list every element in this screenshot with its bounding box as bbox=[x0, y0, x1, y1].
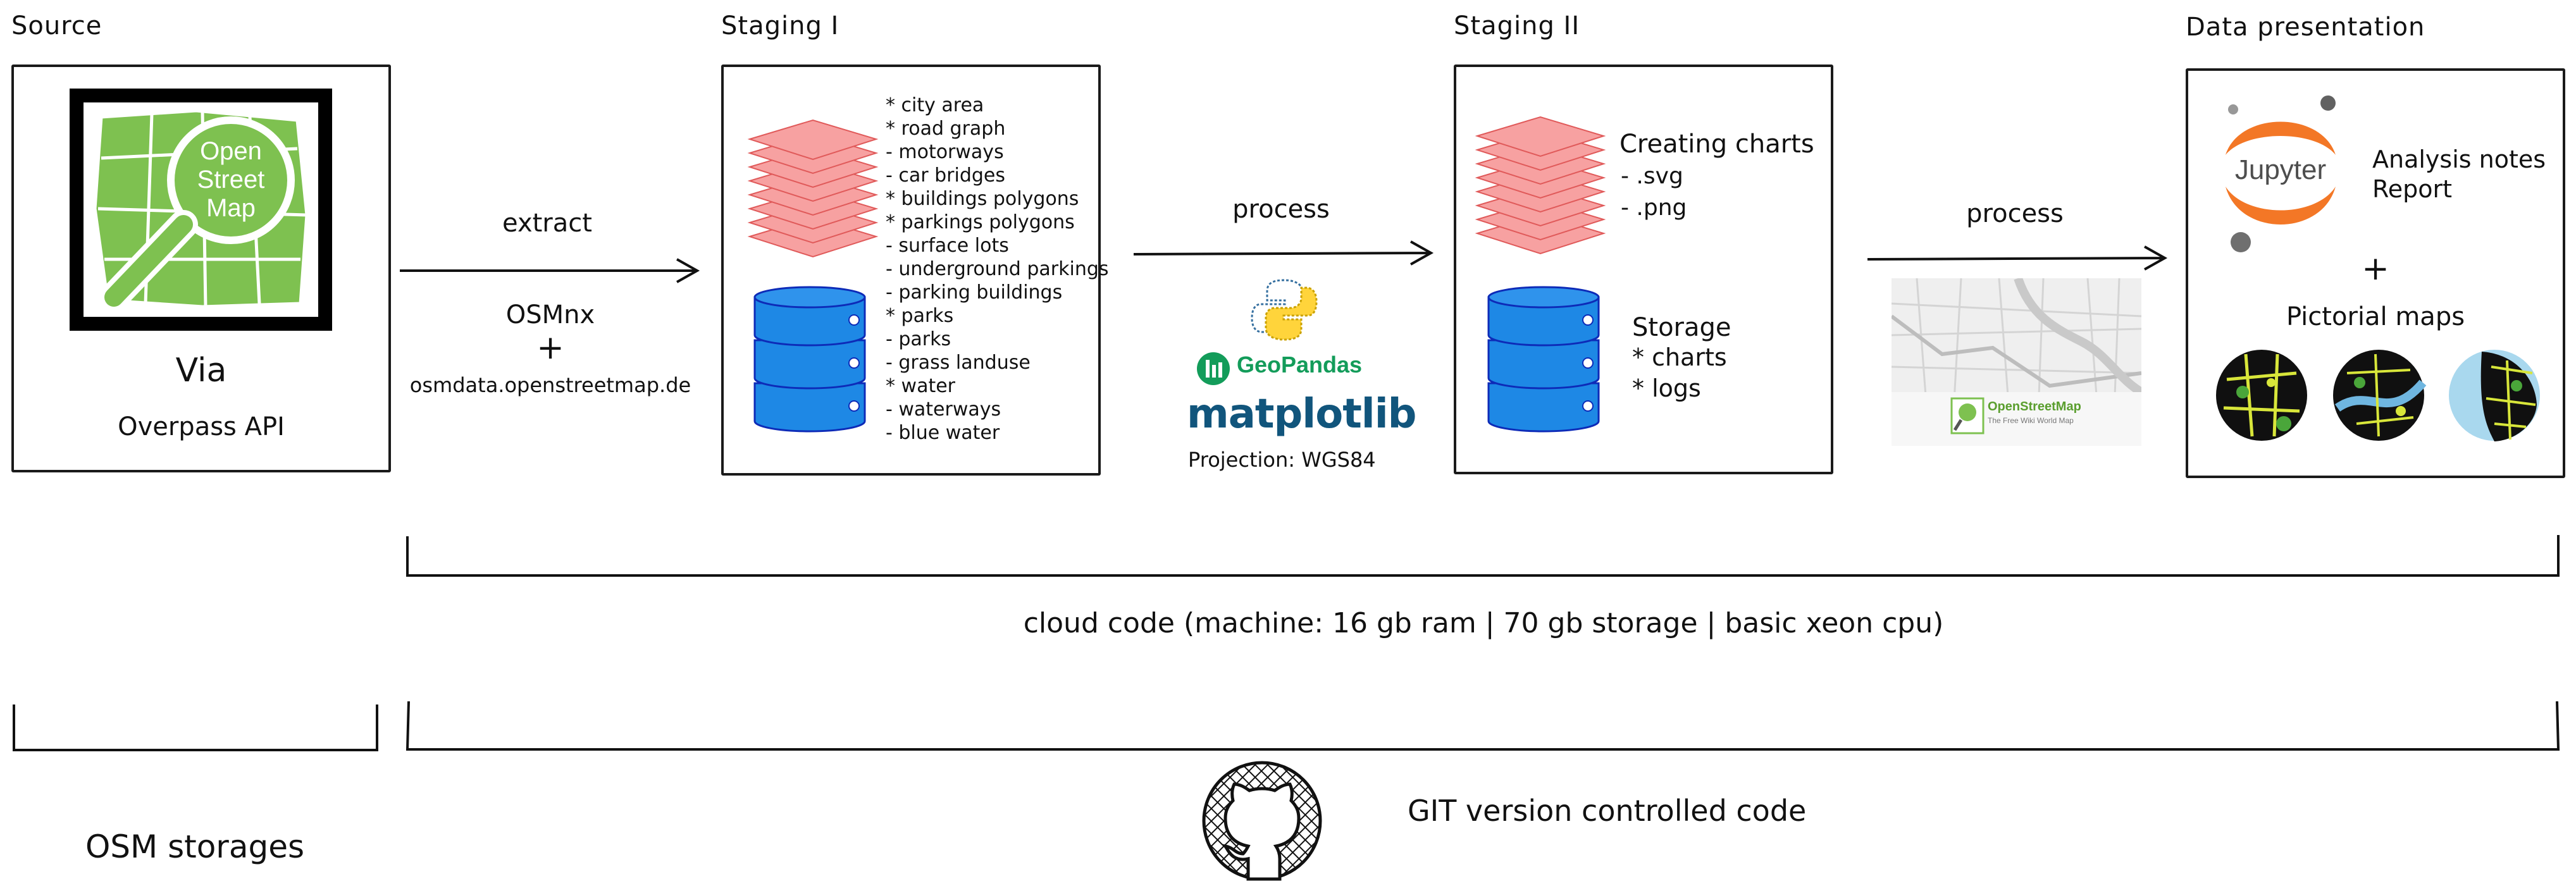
db-segment bbox=[753, 382, 866, 433]
staging1-item: - car bridges bbox=[886, 164, 1005, 187]
extract-arrow bbox=[400, 258, 700, 283]
layers-icon bbox=[747, 119, 879, 258]
source-box bbox=[11, 65, 391, 472]
notes-line: Analysis notes bbox=[2372, 145, 2546, 173]
db-top bbox=[753, 286, 866, 309]
presentation-title: Data presentation bbox=[2186, 13, 2425, 42]
osm-storages-label: OSM storages bbox=[85, 828, 305, 865]
db-segment bbox=[1487, 296, 1600, 347]
extract-label: extract bbox=[502, 209, 592, 238]
staging2-title: Staging II bbox=[1454, 11, 1580, 40]
staging1-item: - motorways bbox=[886, 141, 1004, 163]
extract-site: osmdata.openstreetmap.de bbox=[409, 373, 691, 397]
pictorial-map-2 bbox=[2333, 350, 2427, 441]
map-subcaption: The Free Wiki World Map bbox=[1988, 416, 2074, 425]
extract-tool: OSMnx bbox=[505, 300, 595, 329]
osm-logo-line-1: Open bbox=[200, 137, 262, 165]
staging1-item: - grass landuse bbox=[886, 352, 1031, 374]
db-indicator bbox=[1582, 314, 1594, 326]
staging1-item: - underground parkings bbox=[886, 258, 1109, 280]
presentation-plus: + bbox=[2362, 250, 2389, 288]
jupyter-label: Jupyter bbox=[2235, 154, 2326, 185]
db-indicator bbox=[848, 357, 860, 369]
staging1-item: * buildings polygons bbox=[886, 188, 1079, 210]
layers-icon bbox=[1475, 116, 1606, 255]
storage-title: Storage bbox=[1632, 313, 1731, 342]
osm-storages-bracket bbox=[13, 704, 378, 751]
staging1-item: * road graph bbox=[886, 118, 1006, 140]
git-label: GIT version controlled code bbox=[1408, 794, 1807, 828]
staging1-item: - parks bbox=[886, 328, 951, 350]
staging1-item: * parks bbox=[886, 305, 954, 327]
map-caption: OpenStreetMap bbox=[1988, 400, 2081, 414]
osm-map-icon: Open Street Map bbox=[84, 102, 318, 317]
layer-sheet bbox=[1475, 116, 1606, 157]
db-indicator bbox=[1582, 400, 1594, 412]
osm-logo-line-3: Map bbox=[206, 194, 256, 222]
osm-logo-line-2: Street bbox=[197, 166, 265, 194]
staging1-item: - surface lots bbox=[886, 235, 1009, 257]
process2-arrow bbox=[1867, 245, 2168, 271]
cloud-bracket bbox=[406, 535, 2560, 577]
python-icon bbox=[1251, 279, 1318, 341]
github-icon bbox=[1202, 761, 1322, 881]
source-api: Overpass API bbox=[118, 412, 285, 441]
presentation-box bbox=[2186, 68, 2565, 478]
db-segment bbox=[1487, 382, 1600, 433]
staging1-item: - parking buildings bbox=[886, 281, 1063, 304]
staging1-item: * water bbox=[886, 375, 956, 397]
database-icon bbox=[1487, 286, 1600, 433]
db-indicator bbox=[1582, 357, 1594, 369]
staging1-item: * city area bbox=[886, 94, 984, 116]
charts-title: Creating charts bbox=[1619, 130, 1814, 159]
notes-line: Report bbox=[2372, 175, 2452, 203]
database-icon bbox=[753, 286, 866, 433]
storage-item: * charts bbox=[1632, 343, 1727, 371]
pictorial-map-3 bbox=[2449, 350, 2540, 441]
git-bracket bbox=[406, 701, 2560, 751]
db-segment bbox=[1487, 339, 1600, 390]
source-title: Source bbox=[11, 11, 102, 40]
staging1-list: * city area * road graph - motorways - c… bbox=[886, 94, 1109, 445]
storage-item: * logs bbox=[1632, 374, 1701, 402]
matplotlib-label: matplotlib bbox=[1187, 391, 1416, 438]
charts-format: - .svg bbox=[1621, 163, 1683, 189]
db-top bbox=[1487, 286, 1600, 309]
geopandas-icon bbox=[1197, 352, 1230, 385]
extract-plus: + bbox=[536, 329, 564, 367]
db-indicator bbox=[848, 400, 860, 412]
pictorial-map-1 bbox=[2216, 350, 2307, 441]
layer-sheet bbox=[747, 119, 879, 161]
geopandas-label: GeoPandas bbox=[1237, 352, 1363, 378]
process1-label: process bbox=[1232, 195, 1330, 224]
map-texture bbox=[1892, 278, 2141, 446]
staging1-box bbox=[721, 65, 1101, 476]
db-indicator bbox=[848, 314, 860, 326]
process1-arrow bbox=[1133, 240, 1434, 266]
charts-format: - .png bbox=[1621, 195, 1687, 221]
cloud-label: cloud code (machine: 16 gb ram | 70 gb s… bbox=[1023, 607, 1944, 639]
osm-logo: Open Street Map bbox=[70, 89, 332, 331]
process2-label: process bbox=[1966, 199, 2064, 228]
staging1-item: * parkings polygons bbox=[886, 211, 1075, 233]
staging1-title: Staging I bbox=[721, 11, 839, 40]
staging1-item: - waterways bbox=[886, 398, 1001, 421]
db-segment bbox=[753, 296, 866, 347]
staging1-item: - blue water bbox=[886, 422, 1000, 444]
maps-title: Pictorial maps bbox=[2286, 302, 2465, 331]
staging2-box bbox=[1454, 65, 1833, 474]
db-segment bbox=[753, 339, 866, 390]
jupyter-icon: Jupyter bbox=[2226, 95, 2336, 252]
source-via: Via bbox=[175, 352, 227, 390]
osm-map-thumbnail: OpenStreetMap The Free Wiki World Map bbox=[1892, 278, 2141, 446]
projection-label: Projection: WGS84 bbox=[1188, 448, 1376, 472]
